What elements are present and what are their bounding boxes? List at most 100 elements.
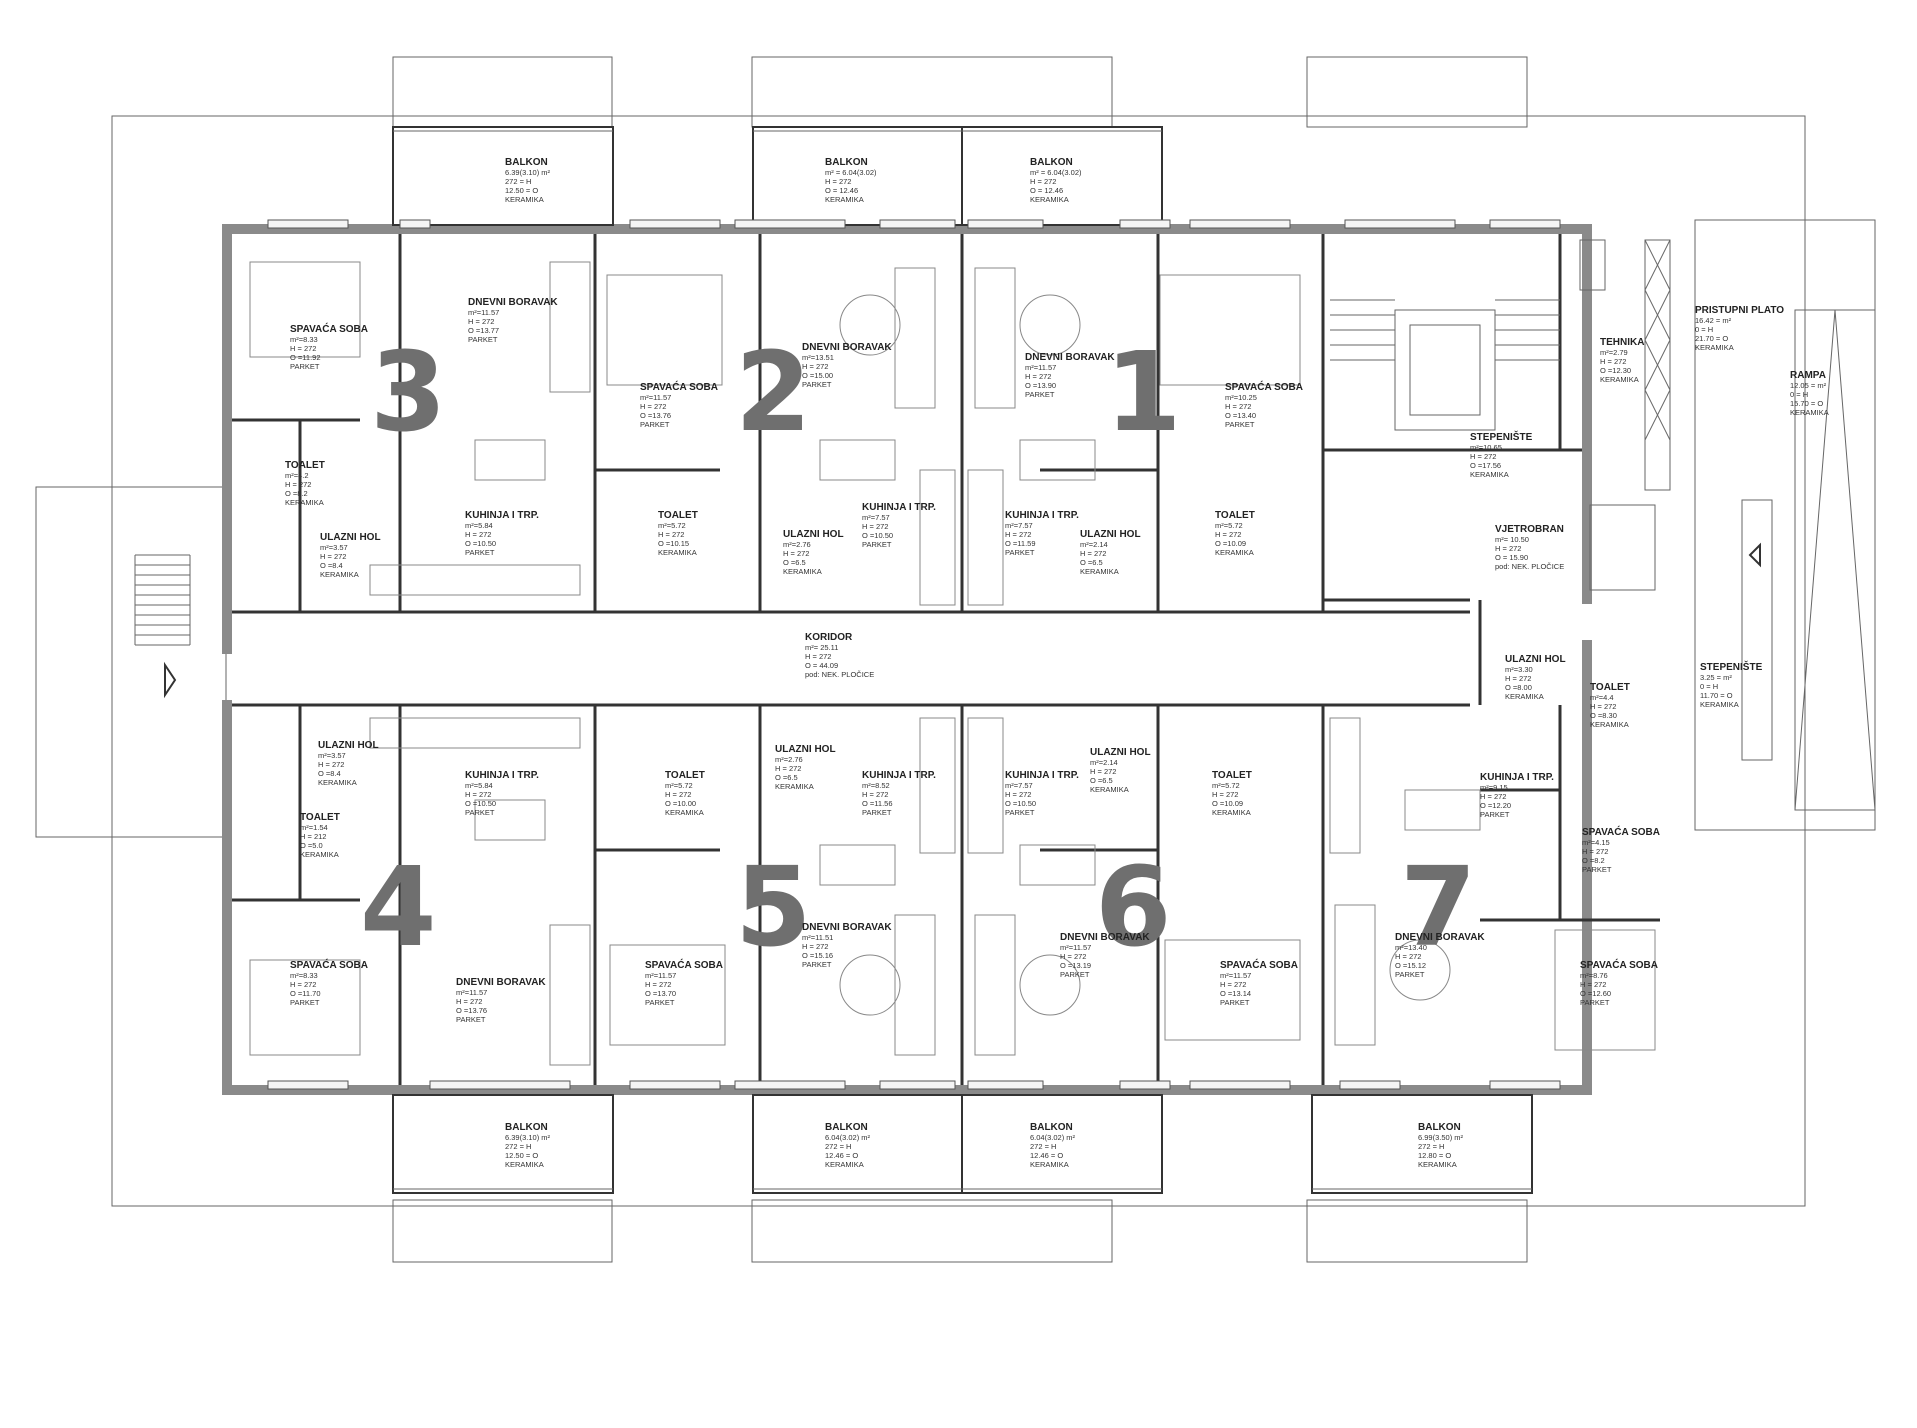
- room-stat: KERAMIKA: [1505, 692, 1544, 701]
- room-stat: H = 272: [1590, 702, 1616, 711]
- room-stat: KERAMIKA: [825, 195, 864, 204]
- room-title: VJETROBRAN: [1495, 524, 1564, 535]
- room-stat: PARKET: [862, 540, 892, 549]
- room-stat: 0 = H: [1790, 390, 1808, 399]
- unit-number-6: 6: [1095, 843, 1172, 971]
- room-stat: O =11.59: [1005, 539, 1036, 548]
- room-stat: H = 272: [665, 790, 691, 799]
- room-stat: PARKET: [802, 960, 832, 969]
- room-stat: H = 272: [1212, 790, 1238, 799]
- room-stat: KERAMIKA: [1215, 548, 1254, 557]
- room-stat: O =13.90: [1025, 381, 1056, 390]
- room-stat: H = 272: [1580, 980, 1606, 989]
- room-stat: O =12.20: [1480, 801, 1511, 810]
- room-stat: KERAMIKA: [505, 195, 544, 204]
- room-title: ULAZNI HOL: [318, 740, 379, 751]
- room-stat: m²=10.25: [1225, 393, 1257, 402]
- room-title: DNEVNI BORAVAK: [1060, 932, 1150, 943]
- room-stat: PARKET: [1005, 548, 1035, 557]
- room-stat: H = 272: [465, 530, 491, 539]
- room-stat: 12.46 = O: [1030, 1151, 1063, 1160]
- room-title: TOALET: [658, 510, 698, 521]
- room-stat: m²=5.72: [665, 781, 693, 790]
- room-stat: PARKET: [1225, 420, 1255, 429]
- room-stat: 0 = H: [1700, 682, 1718, 691]
- room-title: KUHINJA I TRP.: [465, 510, 539, 521]
- room-title: ULAZNI HOL: [1090, 747, 1151, 758]
- room-stat: 6.04(3.02) m²: [825, 1133, 871, 1142]
- room-stat: O =8.30: [1590, 711, 1617, 720]
- room-stat: O =13.14: [1220, 989, 1251, 998]
- room-stat: 272 = H: [505, 1142, 531, 1151]
- room-stat: 12.46 = O: [825, 1151, 858, 1160]
- room-title: KUHINJA I TRP.: [1005, 510, 1079, 521]
- room-title: TOALET: [665, 770, 705, 781]
- room-title: SPAVAĆA SOBA: [1220, 958, 1298, 971]
- room-stat: O =15.12: [1395, 961, 1426, 970]
- room-title: BALKON: [1030, 1122, 1073, 1133]
- room-stat: O =8.2: [285, 489, 308, 498]
- room-stat: m²=3.57: [320, 543, 348, 552]
- room-stat: m²=8.52: [862, 781, 890, 790]
- room-stat: PARKET: [290, 998, 320, 1007]
- room-stat: O =12.60: [1580, 989, 1611, 998]
- room-stat: PARKET: [1480, 810, 1510, 819]
- room-title: TOALET: [1212, 770, 1252, 781]
- tehnika-shaft: [1579, 239, 1671, 491]
- room-stat: H = 272: [645, 980, 671, 989]
- room-stat: PARKET: [290, 362, 320, 371]
- room-stat: H = 212: [300, 832, 326, 841]
- room-title: KUHINJA I TRP.: [862, 770, 936, 781]
- room-stat: PARKET: [645, 998, 675, 1007]
- room-stat: 6.39(3.10) m²: [505, 168, 551, 177]
- room-stat: m²=13.51: [802, 353, 834, 362]
- site-outline: [111, 115, 1806, 1207]
- room-stat: KERAMIKA: [1790, 408, 1829, 417]
- room-stat: m²=9.15: [1480, 783, 1508, 792]
- room-stat: H = 272: [1600, 357, 1626, 366]
- room-stat: H = 272: [1225, 402, 1251, 411]
- room-title: KUHINJA I TRP.: [1005, 770, 1079, 781]
- room-stat: m²= 25.11: [805, 643, 838, 652]
- room-stat: m²=4.15: [1582, 838, 1610, 847]
- room-stat: O = 44.09: [805, 661, 838, 670]
- room-stat: 3.25 = m²: [1700, 673, 1732, 682]
- exterior-walls: [222, 224, 1592, 1095]
- room-title: STEPENIŠTE: [1700, 660, 1763, 673]
- room-stat: 272 = H: [1418, 1142, 1444, 1151]
- room-stat: KERAMIKA: [1418, 1160, 1457, 1169]
- room-stat: 12.80 = O: [1418, 1151, 1451, 1160]
- room-stat: O =6.5: [783, 558, 806, 567]
- room-stat: H = 272: [1005, 790, 1031, 799]
- room-title: BALKON: [825, 157, 868, 168]
- room-stat: O =6.5: [775, 773, 798, 782]
- room-stat: O =6.5: [1090, 776, 1113, 785]
- room-stat: O =5.0: [300, 841, 323, 850]
- room-stat: m²=4.4: [1590, 693, 1614, 702]
- room-stat: pod: NEK. PLOČICE: [1495, 562, 1564, 571]
- room-stat: O =10.50: [465, 539, 496, 548]
- room-stat: KERAMIKA: [665, 808, 704, 817]
- room-stat: O =11.92: [290, 353, 321, 362]
- room-stat: KERAMIKA: [1030, 1160, 1069, 1169]
- room-stat: KERAMIKA: [825, 1160, 864, 1169]
- room-stat: 6.99(3.50) m²: [1418, 1133, 1464, 1142]
